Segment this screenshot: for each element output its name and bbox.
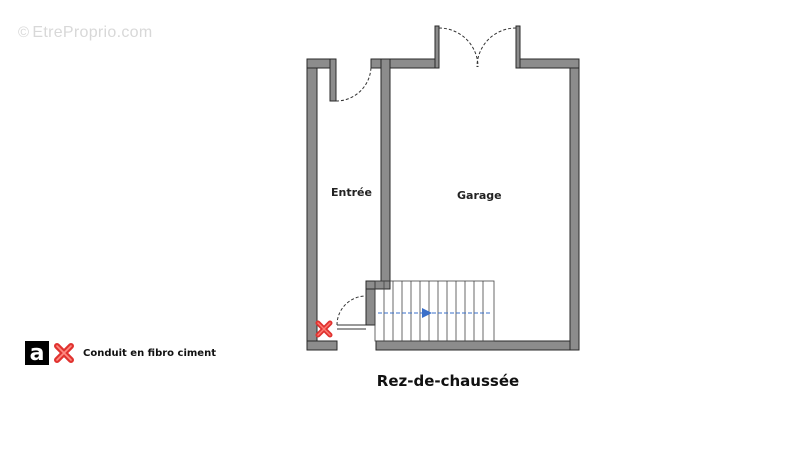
- stair-steps: [383, 281, 484, 341]
- door-swing-bottom: [336, 295, 367, 326]
- door-swing-garage-right: [476, 27, 517, 68]
- wall-bottom-left: [306, 340, 338, 351]
- watermark: ©EtreProprio.com: [18, 24, 152, 42]
- garage-door-post-right: [515, 25, 521, 69]
- staircase: [374, 280, 495, 342]
- wall-left: [306, 58, 318, 350]
- wall-partition: [380, 58, 391, 282]
- asbestos-marker-icon: [315, 320, 333, 338]
- legend-label: Conduit en fibro ciment: [83, 347, 216, 359]
- garage-door-post-left: [434, 25, 440, 69]
- room-label-garage: Garage: [457, 189, 502, 202]
- plan-title: Rez-de-chaussée: [376, 372, 520, 390]
- door-swings: [335, 27, 517, 326]
- legend: a Conduit en fibro ciment: [25, 341, 216, 365]
- wall-top-right: [516, 58, 580, 69]
- door-swing-entrance: [335, 65, 372, 102]
- red-cross-icon: [54, 343, 74, 363]
- wall-jamb-top: [329, 58, 337, 102]
- copyright-symbol: ©: [18, 24, 30, 41]
- stair-direction-arrow: [378, 308, 492, 318]
- wall-right: [569, 58, 580, 351]
- door-leaves: [337, 324, 366, 330]
- wall-step-c: [365, 288, 376, 326]
- walls: [306, 25, 580, 351]
- legend-logo: a: [25, 341, 49, 365]
- wall-bottom-right: [375, 340, 580, 351]
- stair-outline: [374, 280, 495, 342]
- door-swing-garage-left: [438, 27, 479, 68]
- watermark-text: EtreProprio.com: [32, 24, 153, 41]
- room-label-entree: Entrée: [331, 186, 372, 199]
